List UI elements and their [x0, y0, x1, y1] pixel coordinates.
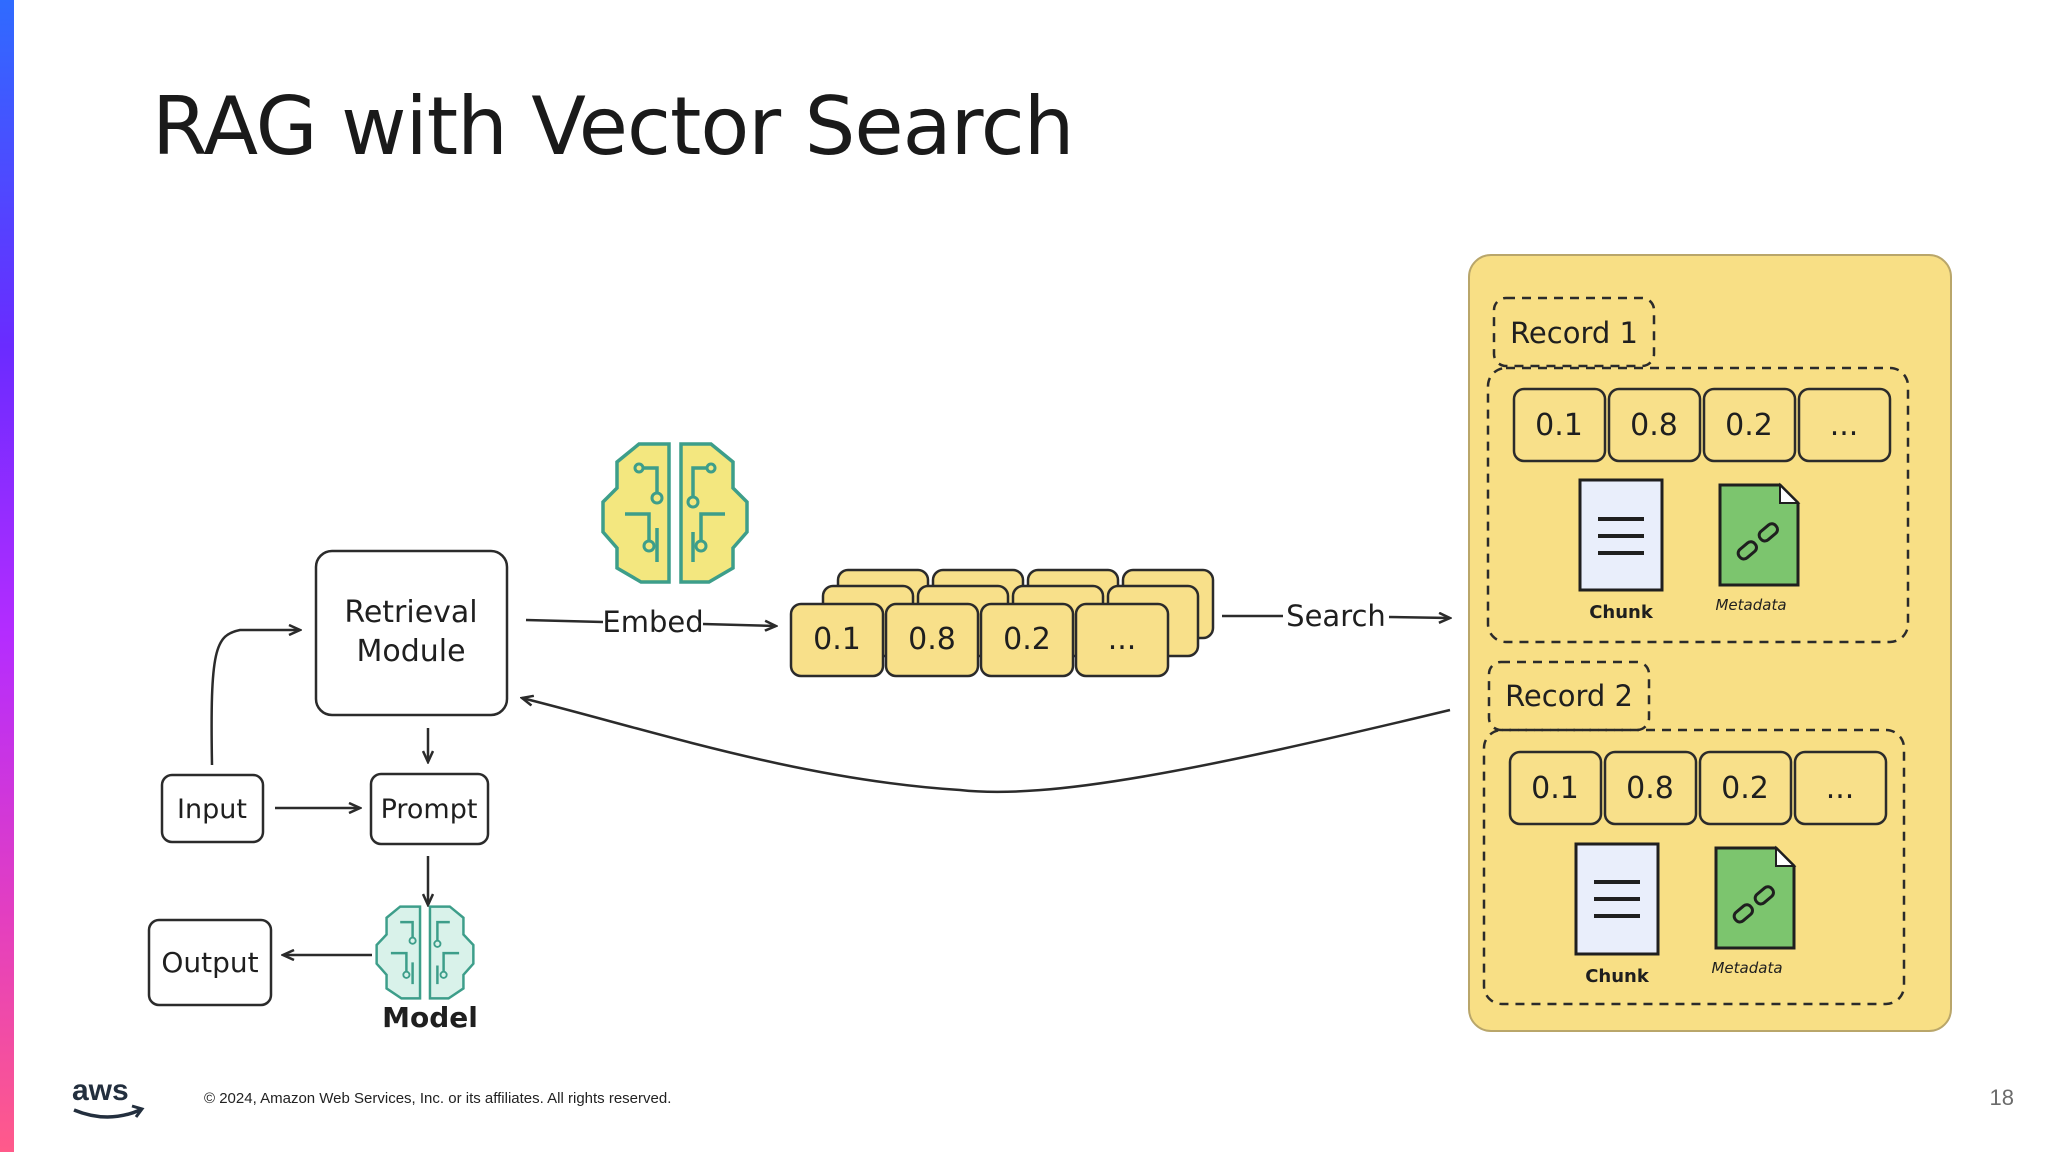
input-box: Input: [160, 773, 265, 844]
record-vector-value: 0.1: [1531, 771, 1579, 806]
record-vector-cell: [1698, 750, 1793, 826]
prompt-label: Prompt: [381, 794, 478, 825]
record-vector-value: 0.2: [1725, 408, 1773, 443]
record-vector-cell: [1702, 387, 1797, 463]
gradient-accent-bar: [0, 0, 14, 1152]
vector-value: 0.8: [908, 622, 956, 657]
retrieval-module-label-line1: Retrieval: [344, 595, 477, 630]
slide-title: RAG with Vector Search: [152, 80, 1074, 173]
record-title: Record 1: [1510, 316, 1638, 350]
metadata-label: Metadata: [1711, 959, 1782, 977]
model-label: Model: [382, 1001, 478, 1034]
arrow-embed-left-segment: [525, 618, 604, 624]
arrow-search-right-segment: [1388, 617, 1450, 618]
record-body: [1486, 366, 1910, 644]
document-icon: [1574, 842, 1660, 956]
vector-cell: [979, 602, 1075, 678]
model-brain-icon: [375, 905, 475, 1000]
retrieval-module-box: Retrieval Module: [314, 549, 509, 717]
arrow-embed-right-segment: [702, 624, 776, 626]
record-vector-value: 0.1: [1535, 408, 1583, 443]
prompt-box: Prompt: [369, 772, 490, 846]
document-icon: [1578, 478, 1664, 592]
record-vector-value: 0.2: [1721, 771, 1769, 806]
output-label: Output: [161, 946, 258, 979]
record-title: Record 2: [1505, 679, 1633, 713]
record-vector-cell: [1603, 750, 1698, 826]
vector-cell: [1074, 602, 1170, 678]
record-body: [1482, 728, 1906, 1006]
record-vector-cell: [1793, 750, 1888, 826]
record-vector-value: ...: [1826, 771, 1855, 806]
vector-value: ...: [1108, 622, 1137, 657]
record-vector-cell: [1797, 387, 1892, 463]
link-document-icon: [1714, 845, 1797, 950]
record-title-tag: [1487, 660, 1651, 732]
embedding-vector: 0.1 0.8 0.2 ...: [789, 602, 1170, 678]
output-box: Output: [147, 918, 273, 1007]
aws-logo: aws: [70, 1072, 150, 1129]
embed-label: Embed: [602, 605, 703, 639]
vector-value: 0.2: [1003, 622, 1051, 657]
metadata-label: Metadata: [1715, 596, 1786, 614]
record-vector-value: 0.8: [1626, 771, 1674, 806]
link-document-icon: [1718, 482, 1801, 587]
record-vector-value: ...: [1830, 408, 1859, 443]
record-vector-cell: [1508, 750, 1603, 826]
record-title-tag: [1492, 296, 1656, 368]
vector-cell: [884, 602, 980, 678]
record-1: Record 1 0.1 0.8 0.2 ... Chunk Metadata: [1486, 296, 1910, 644]
input-label: Input: [177, 794, 247, 825]
page-number: 18: [1989, 1085, 2014, 1110]
chunk-label: Chunk: [1589, 602, 1654, 623]
embed-brain-icon: [601, 442, 749, 584]
chunk-label: Chunk: [1585, 966, 1650, 987]
arrow-results-to-retrieval: [522, 698, 1451, 794]
record-2: Record 2 0.1 0.8 0.2 ... Chunk Metadata: [1482, 660, 1906, 1006]
retrieval-module-label-line2: Module: [356, 634, 465, 669]
record-vector-cell: [1512, 387, 1607, 463]
record-vector-cell: [1607, 387, 1702, 463]
vector-value: 0.1: [813, 622, 861, 657]
vector-cell: [789, 602, 885, 678]
arrow-input-to-retrieval: [210, 630, 300, 766]
search-label: Search: [1286, 599, 1386, 633]
record-vector-value: 0.8: [1630, 408, 1678, 443]
footer-copyright: © 2024, Amazon Web Services, Inc. or its…: [204, 1090, 672, 1107]
aws-logo-text: aws: [72, 1074, 129, 1107]
